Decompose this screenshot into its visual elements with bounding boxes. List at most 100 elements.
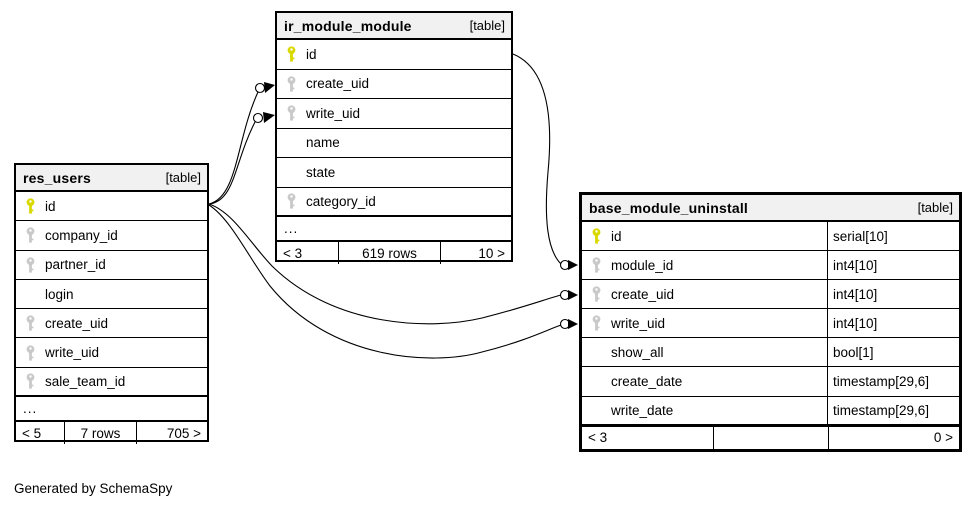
- table-row: id: [277, 40, 511, 70]
- table-row: write_uid int4[10]: [582, 309, 959, 339]
- hidden-columns-ellipsis: ...: [16, 397, 207, 422]
- relationship-line: [208, 91, 259, 205]
- table-row: create_date timestamp[29,6]: [582, 367, 959, 397]
- table-title[interactable]: res_users: [23, 169, 91, 186]
- footer-next-count: 0 >: [828, 426, 959, 449]
- table-row: create_uid: [277, 70, 511, 99]
- column-name: write_uid: [306, 105, 361, 121]
- column-type: timestamp[29,6]: [827, 396, 959, 424]
- table-tag: [table]: [165, 170, 201, 185]
- foreign-key-icon: [16, 315, 45, 331]
- table-row: create_uid int4[10]: [582, 280, 959, 310]
- schemaspy-credit: Generated by SchemaSpy: [14, 481, 173, 496]
- arrowhead-marker: [568, 319, 578, 329]
- table-node-res-users: res_users [table] id company_id partner_…: [14, 163, 209, 445]
- footer-prev-count: < 3: [283, 245, 303, 261]
- column-name: create_uid: [306, 76, 370, 92]
- table-tag: [table]: [469, 18, 505, 33]
- footer-next-count: 705 >: [136, 422, 207, 445]
- table-footer: < 3 0 >: [582, 425, 959, 449]
- table-row: create_uid: [16, 309, 207, 339]
- foreign-key-icon: [16, 373, 45, 390]
- table-row: write_uid: [277, 99, 511, 129]
- column-name: create_uid: [45, 315, 109, 331]
- table-tag: [table]: [917, 200, 953, 215]
- foreign-key-icon: [582, 286, 611, 302]
- arrowhead-marker: [263, 112, 275, 123]
- column-name: login: [45, 286, 74, 302]
- nullable-indicator-circle: [254, 82, 266, 94]
- column-name: id: [306, 46, 317, 62]
- column-type: int4[10]: [827, 251, 959, 280]
- column-name: create_date: [611, 374, 683, 390]
- table-footer: < 5 7 rows 705 >: [16, 421, 207, 445]
- column-name: create_uid: [611, 286, 675, 302]
- table-row: module_id int4[10]: [582, 251, 959, 281]
- primary-key-icon: [16, 198, 45, 214]
- table-row: state: [277, 158, 511, 188]
- foreign-key-icon: [582, 315, 611, 331]
- column-type: serial[10]: [827, 222, 959, 251]
- primary-key-icon: [582, 228, 611, 244]
- table-header: res_users [table]: [16, 165, 207, 192]
- column-name: write_uid: [611, 315, 666, 331]
- column-name: sale_team_id: [45, 373, 126, 389]
- footer-prev-count: < 3: [588, 430, 608, 446]
- table-title[interactable]: base_module_uninstall: [589, 199, 749, 216]
- table-node-base-module-uninstall: base_module_uninstall [table] id serial[…: [579, 192, 962, 452]
- foreign-key-icon: [16, 227, 45, 244]
- column-name: write_uid: [45, 345, 100, 361]
- column-name: company_id: [45, 227, 118, 243]
- column-type: bool[1]: [827, 338, 959, 367]
- table-row: partner_id: [16, 251, 207, 280]
- column-name: state: [306, 164, 336, 180]
- relationship-line: [512, 53, 562, 265]
- relationship-line: [208, 203, 562, 325]
- footer-row-count: [713, 426, 828, 449]
- foreign-key-icon: [16, 257, 45, 273]
- relationship-line: [208, 204, 562, 359]
- footer-prev-count: < 5: [22, 425, 42, 441]
- arrowhead-marker: [264, 82, 275, 93]
- primary-key-icon: [277, 46, 306, 62]
- foreign-key-icon: [277, 193, 306, 209]
- column-name: id: [45, 198, 56, 214]
- arrowhead-marker: [568, 260, 578, 270]
- foreign-key-icon: [277, 76, 306, 92]
- table-title[interactable]: ir_module_module: [284, 17, 412, 34]
- column-name: id: [611, 228, 622, 244]
- table-row: id serial[10]: [582, 222, 959, 252]
- footer-next-count: 10 >: [440, 242, 511, 264]
- table-row: show_all bool[1]: [582, 338, 959, 368]
- column-type: timestamp[29,6]: [827, 367, 959, 396]
- table-header: ir_module_module [table]: [277, 13, 511, 40]
- column-name: module_id: [611, 257, 674, 273]
- table-footer: < 3 619 rows 10 >: [277, 241, 511, 264]
- relationship-line: [208, 121, 256, 205]
- table-row: write_uid: [16, 338, 207, 368]
- column-type: int4[10]: [827, 280, 959, 309]
- table-node-ir-module-module: ir_module_module [table] id create_uid w…: [275, 11, 513, 264]
- table-row: company_id: [16, 221, 207, 251]
- column-name: category_id: [306, 193, 376, 209]
- table-row: write_date timestamp[29,6]: [582, 396, 959, 426]
- column-type: int4[10]: [827, 309, 959, 338]
- arrowhead-marker: [568, 290, 578, 300]
- table-row: sale_team_id: [16, 368, 207, 398]
- footer-row-count: 7 rows: [64, 422, 136, 445]
- nullable-indicator-circle: [252, 112, 264, 124]
- table-header: base_module_uninstall [table]: [582, 195, 959, 222]
- foreign-key-icon: [277, 105, 306, 121]
- column-name: write_date: [611, 402, 674, 418]
- column-name: partner_id: [45, 257, 106, 273]
- footer-row-count: 619 rows: [338, 242, 440, 264]
- table-row: login: [16, 280, 207, 310]
- table-row: name: [277, 129, 511, 158]
- table-row: id: [16, 192, 207, 222]
- foreign-key-icon: [16, 345, 45, 361]
- column-name: name: [306, 135, 340, 151]
- hidden-columns-ellipsis: ...: [277, 217, 511, 241]
- foreign-key-icon: [582, 257, 611, 273]
- table-row: category_id: [277, 188, 511, 217]
